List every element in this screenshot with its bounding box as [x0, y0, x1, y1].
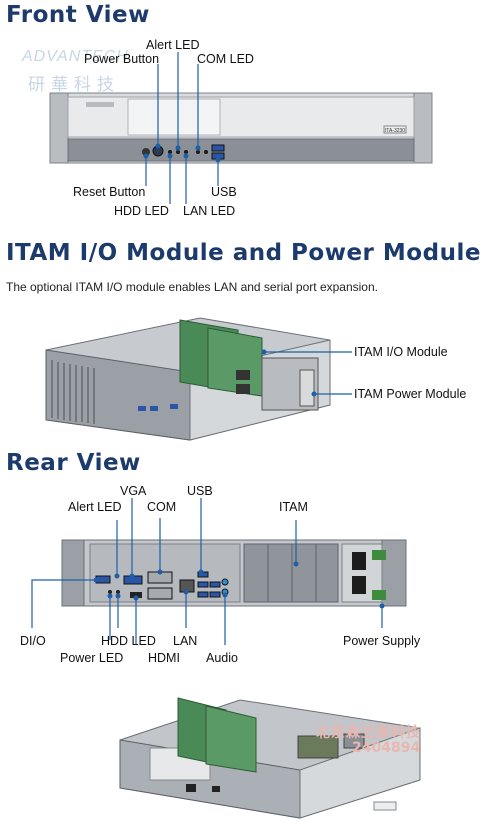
bottom-watermark-phone: 2404894: [352, 740, 421, 756]
front-alert-led-label: Alert LED: [146, 38, 200, 52]
rear-power-led-label: Power LED: [60, 651, 124, 665]
rear-hdmi-label: HDMI: [148, 651, 180, 665]
audio-port: [221, 578, 229, 586]
com-port-2: [147, 587, 173, 600]
rear-usb-label: USB: [187, 484, 213, 498]
itam-power-module-label: ITAM Power Module: [354, 387, 467, 401]
rear-vga-label: VGA: [120, 484, 147, 498]
bottom-watermark-company: 北京森兰泰科技: [316, 725, 421, 741]
itam-io-module-label: ITAM I/O Module: [354, 345, 448, 359]
rear-view-heading: Rear View: [6, 450, 141, 476]
rear-power-supply-label: Power Supply: [343, 634, 421, 648]
front-com-led-label: COM LED: [197, 52, 254, 66]
front-reset-button-label: Reset Button: [73, 185, 146, 199]
front-power-button-label: Power Button: [84, 52, 160, 66]
front-lan-led-label: LAN LED: [183, 204, 236, 218]
front-usb-label: USB: [211, 185, 237, 199]
reset-button-port: [142, 148, 150, 156]
bottom-product-illustration: [119, 697, 421, 819]
rear-audio-label: Audio: [206, 651, 238, 665]
itam-illustration: [45, 317, 352, 441]
itam-description: The optional ITAM I/O module enables LAN…: [6, 280, 378, 294]
rear-dio-label: DI/O: [20, 634, 46, 648]
rear-itam-label: ITAM: [279, 500, 308, 514]
front-view-illustration: ITA-3230: [49, 52, 433, 204]
itam-heading: ITAM I/O Module and Power Module: [6, 240, 481, 266]
rear-com-label: COM: [147, 500, 177, 514]
front-view-heading: Front View: [6, 2, 150, 28]
hdmi-port: [130, 592, 142, 598]
front-hdd-led-label: HDD LED: [114, 204, 169, 218]
watermark-chinese: 研華科技: [28, 75, 120, 94]
rear-lan-label: LAN: [173, 634, 198, 648]
rear-alert-led-label: Alert LED: [68, 500, 122, 514]
watermark-brand: ADVANTECH: [22, 48, 129, 65]
rear-hdd-led-label: HDD LED: [101, 634, 156, 648]
rear-view-illustration: [31, 498, 407, 645]
model-badge: ITA-3230: [385, 128, 405, 134]
